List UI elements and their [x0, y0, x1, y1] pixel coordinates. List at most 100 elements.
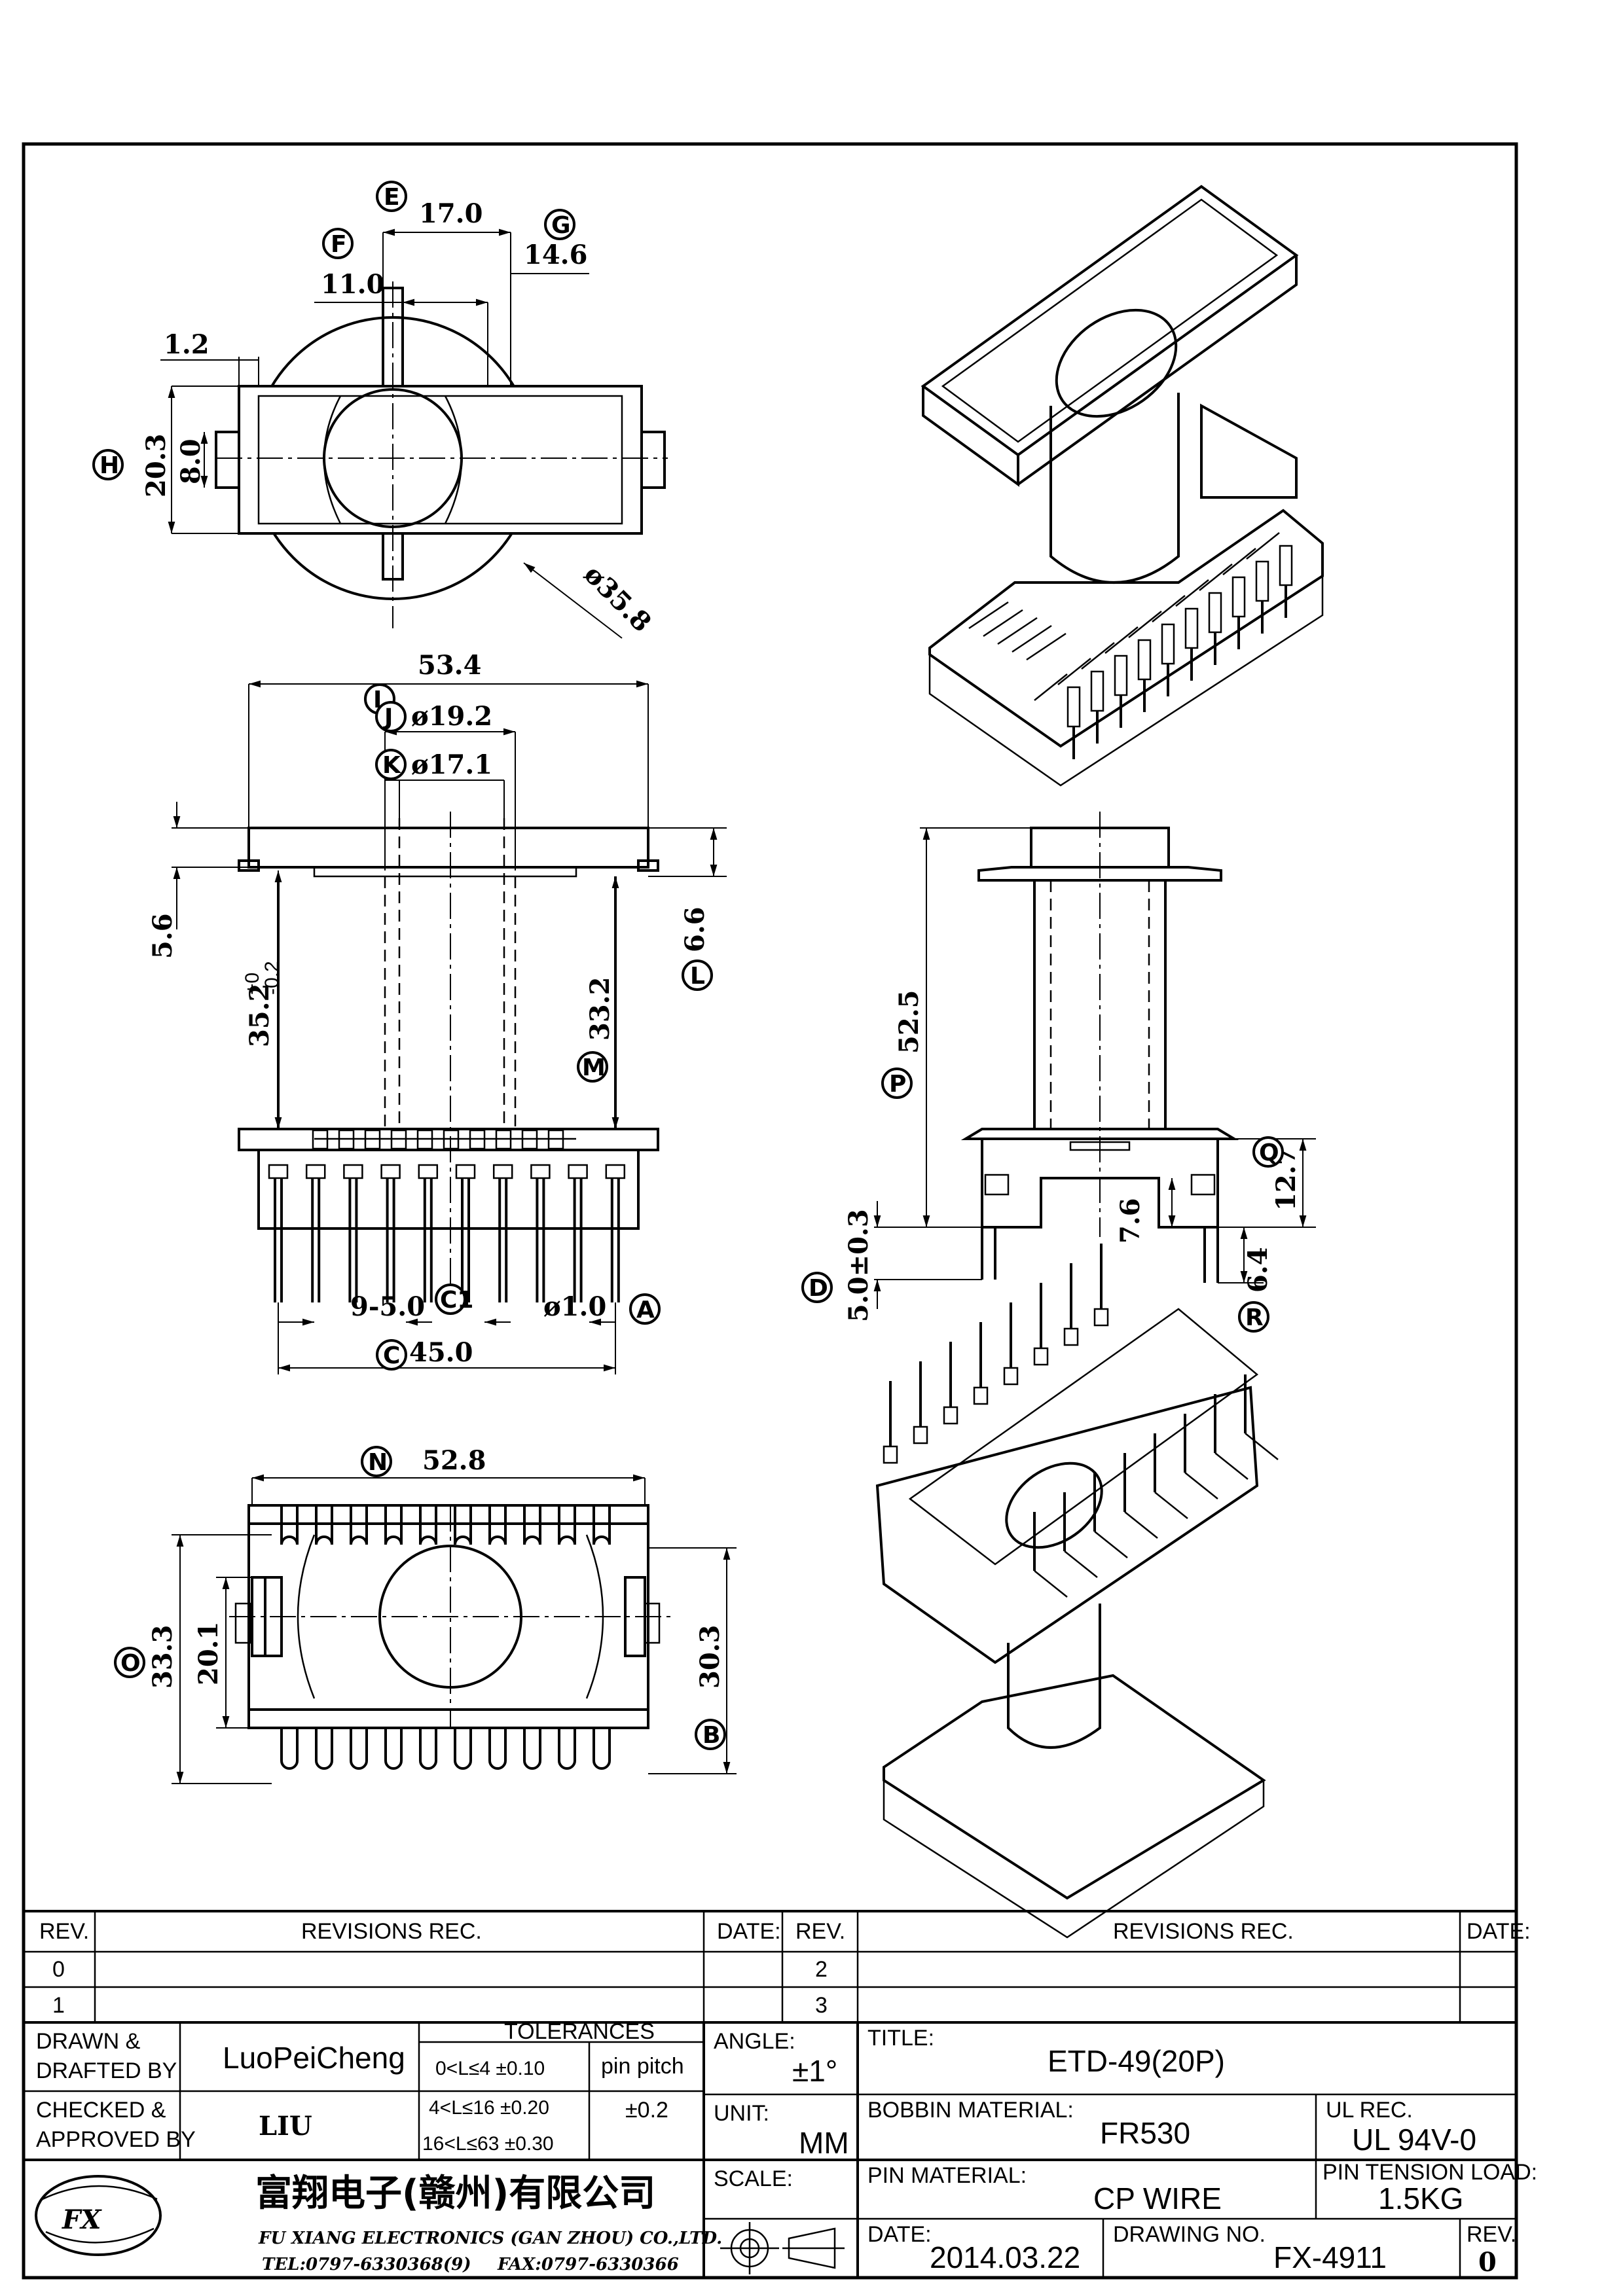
bottom-pins-bottom [280, 1728, 611, 1770]
iso2-pin-base [1063, 1327, 1079, 1346]
rev-row-0: 0 [52, 1957, 65, 1982]
bottom-hook-bottom [454, 1728, 472, 1770]
rev-row-1: 1 [52, 1993, 65, 2018]
front-slot [364, 1129, 381, 1150]
dim-d17-1: ø17.1 [411, 749, 492, 780]
front-slot [547, 1129, 564, 1150]
label-Q: Q [1259, 1139, 1279, 1166]
bottom-hook-top [384, 1505, 403, 1545]
iso1-pin-post [1279, 545, 1293, 586]
bottom-hook-bottom [593, 1728, 611, 1770]
bobbin-label: BOBBIN MATERIAL: [867, 2098, 1074, 2123]
bottom-hook-top [523, 1505, 541, 1545]
bottom-hook-top [558, 1505, 576, 1545]
iso2-hook [1034, 1570, 1068, 1598]
tol-2: 4<L≤16 ±0.20 [429, 2097, 549, 2119]
iso2-pin-base [1033, 1347, 1049, 1366]
pin-pitch-value: ±0.2 [625, 2098, 668, 2123]
logo-text: FX [62, 2204, 102, 2235]
bottom-hook-bottom [384, 1728, 403, 1770]
drawn-label-1: DRAWN & [36, 2029, 141, 2054]
label-C: C [383, 1342, 400, 1369]
drawing-no-value: FX-4911 [1273, 2240, 1387, 2274]
label-J: J [382, 704, 393, 731]
checked-value: LIU [259, 2111, 312, 2142]
bottom-view: 52.8 33.3 20.1 30.3 N O B [114, 1445, 737, 1784]
title-block: REV. REVISIONS REC. DATE: REV. REVISIONS… [24, 1910, 1537, 2278]
label-P: P [889, 1071, 906, 1098]
angle-value: ±1° [792, 2054, 837, 2088]
drawn-value: LuoPeiCheng [223, 2041, 405, 2075]
pin-material-value: CP WIRE [1093, 2181, 1222, 2215]
dim-33-3: 33.3 [147, 1625, 178, 1689]
front-slot [416, 1129, 433, 1150]
front-pin-head [530, 1164, 551, 1179]
bottom-hook-top [419, 1505, 437, 1545]
tol-3: 16<L≤63 ±0.30 [422, 2133, 554, 2155]
label-F: F [331, 231, 347, 258]
dim-20-1: 20.1 [193, 1622, 224, 1685]
side-view: 52.5 12.7 7.6 6.4 5.0±0.3 P Q R D [801, 812, 1316, 1333]
top-view: 17.0 11.0 14.6 1.2 20.3 8.0 ø35.8 E F G … [92, 181, 668, 639]
iso1-pin-post [1208, 592, 1222, 634]
dim-d19-2: ø19.2 [411, 701, 492, 732]
date-header-right: DATE: [1467, 1919, 1531, 1944]
dim-5-0: 5.0±0.3 [843, 1209, 874, 1322]
rev-header-right: REV. [795, 1919, 845, 1944]
projection-symbol-icon [720, 2222, 845, 2274]
bottom-pins-top [280, 1505, 611, 1545]
dim-20-3: 20.3 [141, 434, 172, 497]
iso1-pin-post [1137, 639, 1152, 681]
revisions-header: REVISIONS REC. [301, 1919, 482, 1944]
bobbin-value: FR530 [1100, 2116, 1190, 2150]
iso1-fin [1026, 632, 1067, 661]
dim-52-8: 52.8 [422, 1445, 486, 1476]
label-R: R [1245, 1304, 1264, 1331]
title-label: TITLE: [867, 2026, 934, 2051]
dim-53-4: 53.4 [418, 650, 481, 681]
isometric-view-top [921, 185, 1324, 787]
label-D: D [809, 1275, 828, 1302]
iso2-pin-base [883, 1445, 898, 1464]
ul-label: UL REC. [1326, 2098, 1413, 2123]
rev-label: REV. [1467, 2222, 1516, 2247]
iso1-pin-post [1184, 607, 1199, 649]
dim-35-2-tol-up: +0 [242, 973, 263, 995]
checked-label-2: APPROVED BY [36, 2127, 196, 2152]
scale-label: SCALE: [714, 2166, 793, 2191]
dim-6-4: 6.4 [1243, 1247, 1273, 1293]
iso1-hook [1222, 548, 1256, 575]
iso1-hook [1057, 658, 1091, 685]
dim-35-2: 35.2 [244, 984, 275, 1047]
front-slot [443, 1129, 460, 1150]
company-name-cn: 富翔电子(赣州)有限公司 [255, 2172, 655, 2215]
iso2-hook [1154, 1492, 1188, 1519]
label-M: M [582, 1054, 606, 1081]
label-E: E [384, 184, 400, 211]
company-tel: TEL:0797-6330368(9) [262, 2255, 471, 2274]
iso1-fin [1012, 624, 1052, 653]
pin-pitch-label: pin pitch [601, 2054, 684, 2079]
iso1-pins [968, 532, 1293, 759]
tol-1: 0<L≤4 ±0.10 [435, 2058, 545, 2079]
bottom-hook-bottom [523, 1728, 541, 1770]
front-slot [338, 1129, 355, 1150]
checked-label-1: CHECKED & [36, 2098, 166, 2123]
iso1-hook [1246, 532, 1280, 560]
unit-value: MM [799, 2126, 849, 2160]
label-H: H [100, 452, 119, 479]
company-name-en: FU XIANG ELECTRONICS (GAN ZHOU) CO.,LTD. [258, 2229, 722, 2248]
date-value: 2014.03.22 [930, 2240, 1080, 2274]
iso1-hook [1034, 673, 1068, 701]
drawn-label-2: DRAFTED BY [36, 2058, 177, 2083]
rev-row-3: 3 [815, 1993, 828, 2018]
iso1-fin [968, 601, 1009, 630]
dim-33-2: 33.2 [585, 977, 615, 1041]
front-pin-head [380, 1164, 401, 1179]
company-fax: FAX:0797-6330366 [497, 2255, 679, 2274]
front-pin-head [268, 1164, 289, 1179]
bottom-hook-top [454, 1505, 472, 1545]
tension-label: PIN TENSION LOAD: [1322, 2160, 1537, 2185]
iso1-pin-post [1114, 655, 1128, 696]
front-slot [312, 1129, 329, 1150]
